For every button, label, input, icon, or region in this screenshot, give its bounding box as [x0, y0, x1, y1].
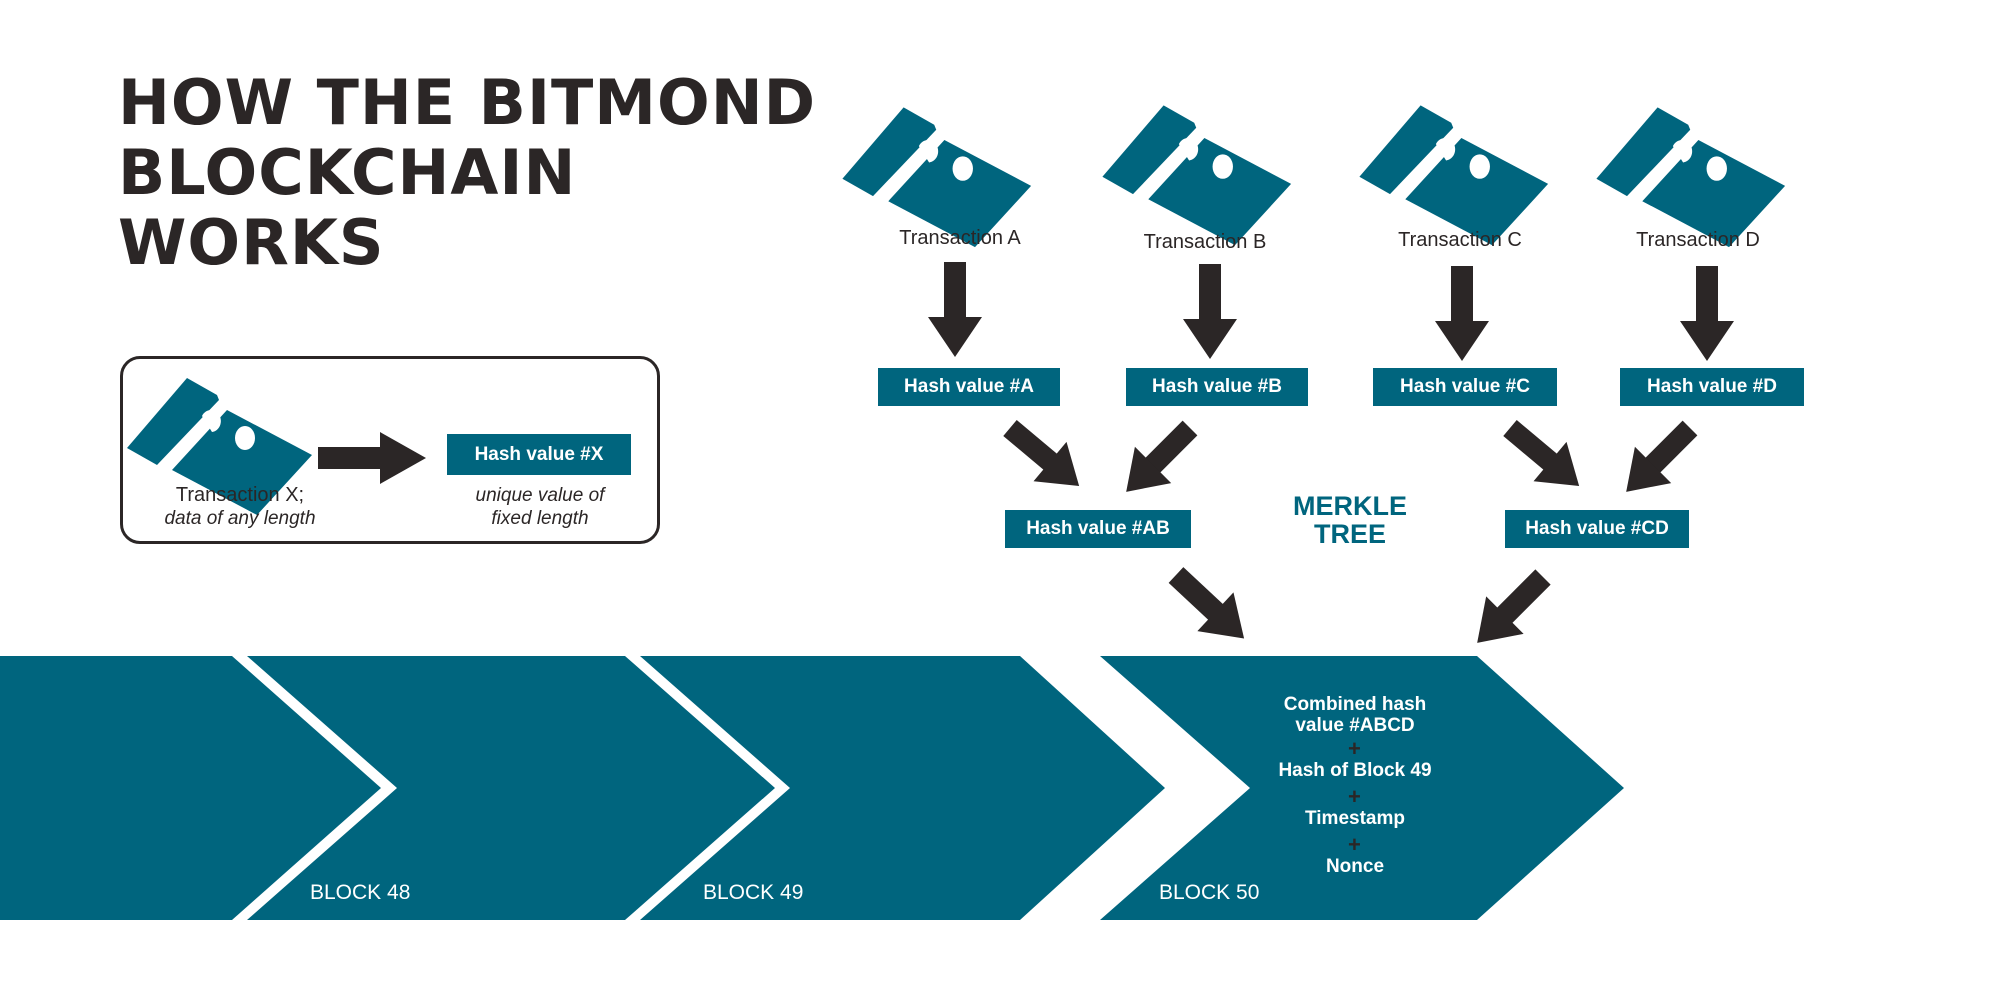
- block-49-label: BLOCK 49: [703, 881, 804, 904]
- arrow-b-icon: [1183, 264, 1237, 359]
- arrow-a-to-ab-icon: [993, 408, 1096, 506]
- combined-hash-line-1: Combined hash: [1283, 694, 1427, 715]
- merkle-line-2: TREE: [1313, 519, 1386, 549]
- hash-box-d: Hash value #D: [1620, 368, 1804, 406]
- transaction-d-label: Transaction D: [1636, 229, 1760, 251]
- block-47-chevron: [0, 656, 381, 920]
- title-line-3: WORKS: [118, 206, 385, 279]
- title-line-2: BLOCKCHAIN: [118, 136, 577, 209]
- block-50-label: BLOCK 50: [1159, 881, 1260, 904]
- transaction-a-label: Transaction A: [899, 227, 1021, 249]
- hash-box-b: Hash value #B: [1126, 368, 1308, 406]
- hash-of-block-49-text: Hash of Block 49: [1278, 760, 1432, 781]
- block-48-chevron: [247, 656, 775, 920]
- arrow-a-icon: [928, 262, 982, 357]
- legend-hash-box: Hash value #X: [447, 434, 631, 475]
- title-line-1: HOW THE BITMOND: [118, 66, 817, 139]
- legend-transaction-line-2: data of any length: [164, 508, 316, 529]
- nonce-text: Nonce: [1325, 856, 1385, 877]
- plus-icon-2: +: [1348, 784, 1361, 809]
- timestamp-text: Timestamp: [1305, 808, 1405, 829]
- plus-icon-1: +: [1348, 736, 1361, 761]
- combined-hash-line-2: value #ABCD: [1295, 715, 1415, 736]
- legend-arrow-icon: [318, 432, 426, 484]
- arrow-cd-to-block-icon: [1458, 558, 1562, 662]
- merkle-tree-label: MERKLE TREE: [1250, 492, 1450, 548]
- block-49-chevron: [640, 656, 1165, 920]
- transaction-c-label: Transaction C: [1398, 229, 1522, 251]
- block-48-label: BLOCK 48: [310, 881, 411, 904]
- legend-box: [120, 356, 660, 544]
- hash-box-a: Hash value #A: [878, 368, 1060, 406]
- hash-box-c: Hash value #C: [1373, 368, 1557, 406]
- transaction-d-icon: [1596, 107, 1786, 248]
- transaction-b-icon: [1102, 105, 1292, 246]
- legend-hash-desc-line-2: fixed length: [491, 508, 589, 529]
- arrow-ab-to-block-icon: [1157, 555, 1263, 658]
- block-50-chevron: [1100, 656, 1624, 920]
- merkle-line-1: MERKLE: [1293, 491, 1407, 521]
- arrow-d-icon: [1680, 266, 1734, 361]
- legend-hash-desc-line-1: unique value of: [475, 485, 605, 506]
- arrow-d-to-cd-icon: [1608, 409, 1709, 510]
- hash-box-ab: Hash value #AB: [1005, 510, 1191, 548]
- hash-box-cd: Hash value #CD: [1505, 510, 1689, 548]
- arrow-b-to-ab-icon: [1108, 409, 1209, 510]
- page-title: HOW THE BITMOND BLOCKCHAIN WORKS: [118, 68, 816, 278]
- legend-transaction-line-1: Transaction X;: [175, 484, 305, 506]
- transaction-c-icon: [1359, 105, 1549, 246]
- plus-icon-3: +: [1348, 832, 1361, 857]
- arrow-c-to-cd-icon: [1493, 408, 1596, 506]
- arrow-c-icon: [1435, 266, 1489, 361]
- combined-hash-text: Combined hash value #ABCD: [1255, 694, 1455, 736]
- transaction-b-label: Transaction B: [1143, 231, 1267, 253]
